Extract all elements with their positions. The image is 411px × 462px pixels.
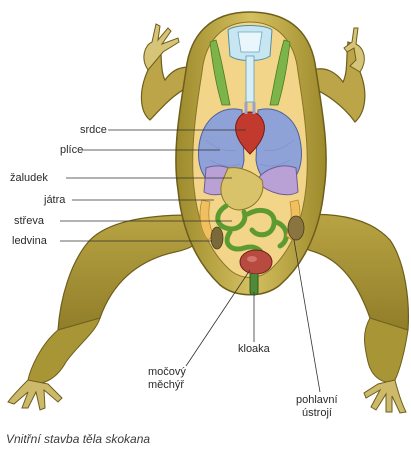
right-foot <box>364 380 406 413</box>
trachea <box>246 56 254 102</box>
right-shin <box>365 318 409 382</box>
left-foot <box>8 380 62 410</box>
kidney-left <box>211 227 223 249</box>
label-stomach: žaludek <box>10 172 48 185</box>
left-thigh <box>58 215 201 335</box>
label-kidney: ledvina <box>12 235 47 248</box>
label-gonads-1: pohlavní <box>296 394 338 407</box>
throat-inner <box>238 32 262 52</box>
label-bladder-1: močový <box>148 366 186 379</box>
label-intestines: střeva <box>14 215 44 228</box>
label-cloaca: kloaka <box>238 343 270 356</box>
figure-caption: Vnitřní stavba těla skokana <box>6 432 150 446</box>
label-bladder-2: měchýř <box>148 379 184 392</box>
bladder <box>240 250 272 274</box>
cloaca <box>250 274 258 295</box>
label-liver: játra <box>44 194 65 207</box>
label-gonads-2: ústrojí <box>302 407 332 420</box>
label-lungs: plíce <box>60 144 83 157</box>
gonad-right <box>288 216 304 240</box>
label-heart: srdce <box>80 124 107 137</box>
